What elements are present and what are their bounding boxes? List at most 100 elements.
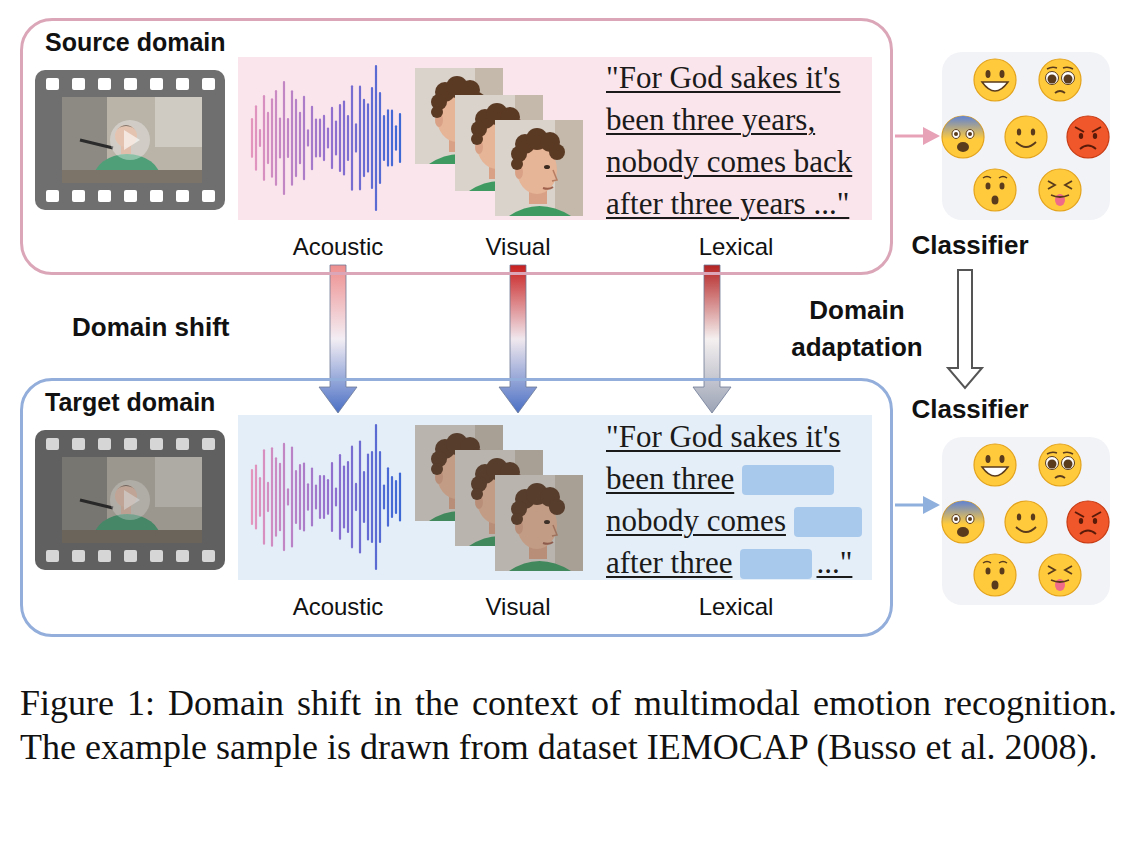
utterance-segment: nobody comes — [606, 503, 786, 538]
wave-bar — [283, 82, 285, 194]
emoji-brow — [983, 177, 1007, 179]
wave-bar — [259, 130, 261, 146]
emoji-face — [1039, 169, 1081, 211]
emoji-eye — [1031, 514, 1035, 521]
emotion-panel — [942, 437, 1110, 605]
emoji-eye — [1079, 133, 1083, 139]
wave-bar — [359, 442, 361, 553]
emoji-mouth — [957, 527, 969, 537]
emoji-eye — [1048, 181, 1072, 189]
domain-box: Source domainAcousticVisual"For God sake… — [20, 18, 893, 275]
wave-bar — [283, 444, 285, 550]
wave-bar — [267, 483, 269, 511]
emoji-face — [1067, 501, 1109, 543]
figure-caption: Figure 1: Domain shift in the context of… — [20, 681, 1117, 769]
wave-bar — [319, 476, 321, 518]
emoji-eye — [1000, 183, 1005, 190]
utterance-segment: ..." — [816, 545, 852, 580]
wave-bar — [279, 464, 281, 530]
wave-bar — [299, 465, 301, 529]
emoji-eye — [986, 455, 991, 463]
emoji-mouth — [1055, 91, 1065, 93]
wave-bar — [395, 126, 397, 149]
emotion-emoji — [974, 554, 1016, 596]
wave-bar — [371, 452, 373, 542]
emoji-pupil — [1048, 75, 1057, 84]
emoji-mouth — [1080, 146, 1096, 150]
emoji-face — [1039, 444, 1081, 486]
emoji-eye — [952, 130, 960, 139]
wave-bar — [347, 116, 349, 160]
wave-bar — [387, 110, 389, 165]
wave-bar — [375, 66, 377, 210]
wave-bar — [295, 100, 297, 176]
wave-bar — [251, 119, 253, 157]
emotion-emoji — [942, 116, 984, 158]
wave-bar — [367, 455, 369, 540]
emoji-face — [974, 59, 1016, 101]
wave-bar — [311, 107, 313, 169]
domain-shift-arrow — [319, 265, 357, 413]
wave-bar — [335, 489, 337, 506]
wave-bar — [275, 458, 277, 535]
emoji-face — [1067, 116, 1109, 158]
modality-label: Visual — [438, 232, 598, 262]
emoji-mouth — [982, 467, 1008, 476]
wave-bar — [399, 114, 401, 162]
modality-label: Lexical — [600, 232, 872, 262]
emoji-pupil — [1064, 75, 1073, 84]
emoji-brow — [1075, 127, 1101, 132]
emoji-mouth — [1055, 476, 1065, 478]
emoji-eye — [1048, 566, 1072, 574]
domain-tint — [35, 430, 225, 570]
flow-arrow — [895, 127, 940, 145]
lexical-modality: "For God sakes it's been three years, no… — [600, 57, 872, 262]
emoji-face — [942, 116, 984, 158]
emotion-emoji — [1005, 501, 1047, 543]
emotion-emoji — [1039, 554, 1081, 596]
modality-node: Acoustic — [258, 57, 418, 262]
wave-bar — [359, 87, 361, 190]
wave-bar — [307, 484, 309, 509]
emoji-face — [1005, 501, 1047, 543]
edge-label: Domain adaptation — [772, 292, 942, 366]
emotion-emoji — [974, 169, 1016, 211]
emoji-mouth — [992, 196, 999, 205]
emoji-eye — [1017, 129, 1021, 136]
emoji-eye — [986, 568, 991, 575]
wave-bar — [315, 486, 317, 509]
wave-bar — [255, 466, 257, 529]
domain-tint — [495, 475, 583, 571]
wave-bar — [335, 122, 337, 155]
domain-heading: Target domain — [45, 388, 215, 417]
domain-heading: Source domain — [45, 28, 226, 57]
emoji-eye — [1062, 457, 1075, 470]
wave-bar — [339, 455, 341, 539]
wave-bar — [375, 425, 377, 569]
wave-bar — [271, 448, 273, 545]
video-clip — [35, 430, 225, 570]
wave-bar — [291, 91, 293, 184]
emoji-brow — [983, 562, 1007, 564]
lexical-modality: "For God sakes it's been threenobody com… — [600, 416, 872, 622]
emoji-grid — [942, 437, 1110, 605]
wave-bar — [347, 462, 349, 532]
wave-bar — [263, 450, 265, 543]
classifier-node: Classifier — [942, 52, 1110, 265]
emotion-emoji — [1067, 116, 1109, 158]
waveform — [252, 425, 400, 569]
wave-bar — [255, 106, 257, 169]
emoji-pupil — [1064, 460, 1073, 469]
wave-bar — [339, 105, 341, 171]
utterance-segment: after three — [606, 545, 732, 580]
emoji-eye — [986, 70, 991, 78]
emoji-eye — [1093, 133, 1097, 139]
emotion-emoji — [1039, 169, 1081, 211]
emoji-pupil — [954, 132, 958, 136]
masked-word — [740, 549, 812, 579]
masked-word — [794, 507, 862, 537]
flow-arrow — [895, 496, 940, 514]
emoji-eye — [1000, 568, 1005, 575]
wave-bar — [327, 129, 329, 148]
wave-bar — [363, 472, 365, 522]
